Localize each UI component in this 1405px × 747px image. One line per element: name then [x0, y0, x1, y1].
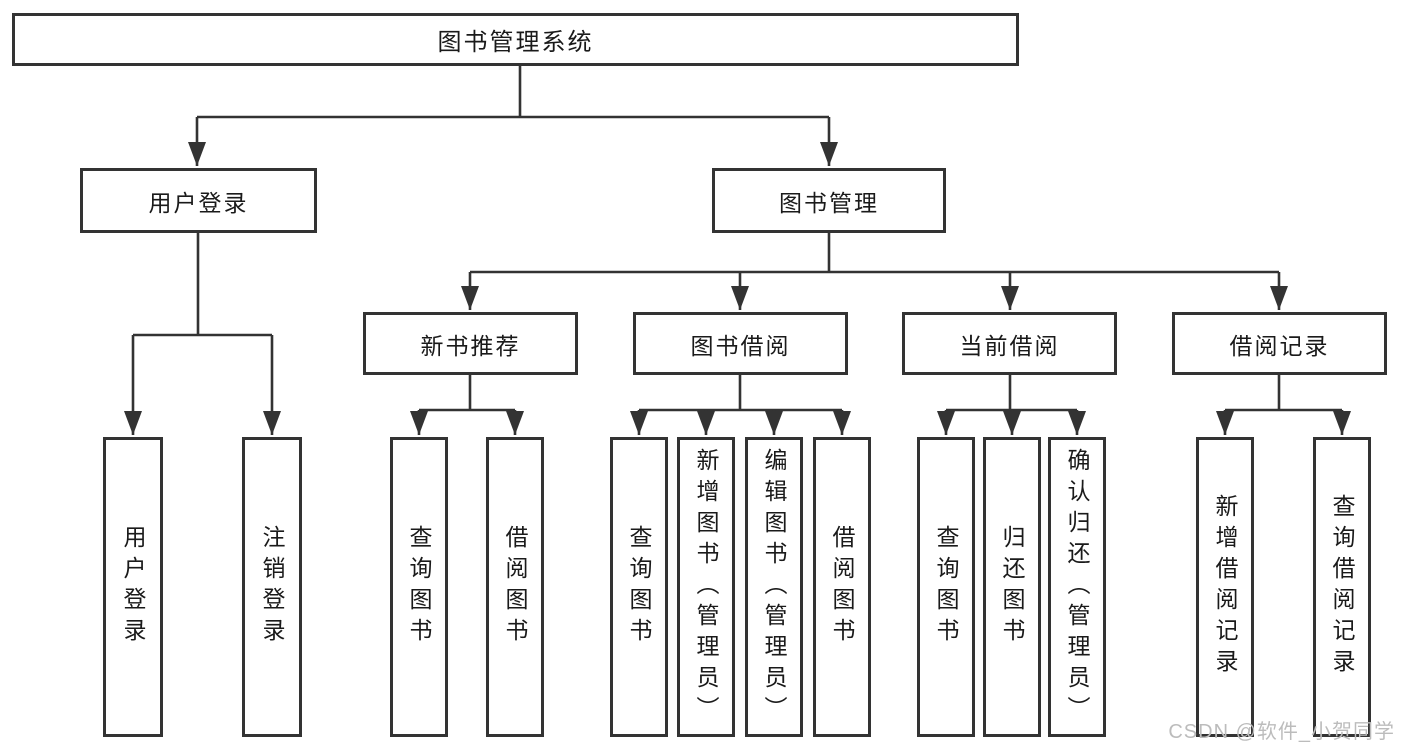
node-current-borrowing: 当前借阅 — [902, 312, 1117, 375]
node-borrowing-records: 借阅记录 — [1172, 312, 1387, 375]
node-book-management: 图书管理 — [712, 168, 946, 233]
leaf-confirm-return-admin: 确认归还（管理员） — [1048, 437, 1106, 737]
leaf-return-book: 归还图书 — [983, 437, 1041, 737]
leaf-edit-book-admin: 编辑图书（管理员） — [745, 437, 803, 737]
leaf-logout: 注销登录 — [242, 437, 302, 737]
node-book-borrowing: 图书借阅 — [633, 312, 848, 375]
leaf-add-book-admin: 新增图书（管理员） — [677, 437, 735, 737]
node-user-login: 用户登录 — [80, 168, 317, 233]
leaf-borrow-books-recommend: 借阅图书 — [486, 437, 544, 737]
watermark: CSDN @软件_小贺同学 — [1168, 721, 1395, 743]
leaf-query-books-borrowing: 查询图书 — [610, 437, 668, 737]
node-new-book-recommendation: 新书推荐 — [363, 312, 578, 375]
leaf-query-books-current: 查询图书 — [917, 437, 975, 737]
leaf-add-borrow-record: 新增借阅记录 — [1196, 437, 1254, 737]
leaf-query-borrow-record: 查询借阅记录 — [1313, 437, 1371, 737]
leaf-query-books-recommend: 查询图书 — [390, 437, 448, 737]
leaf-borrow-books-borrowing: 借阅图书 — [813, 437, 871, 737]
leaf-user-login: 用户登录 — [103, 437, 163, 737]
node-library-system: 图书管理系统 — [12, 13, 1019, 66]
